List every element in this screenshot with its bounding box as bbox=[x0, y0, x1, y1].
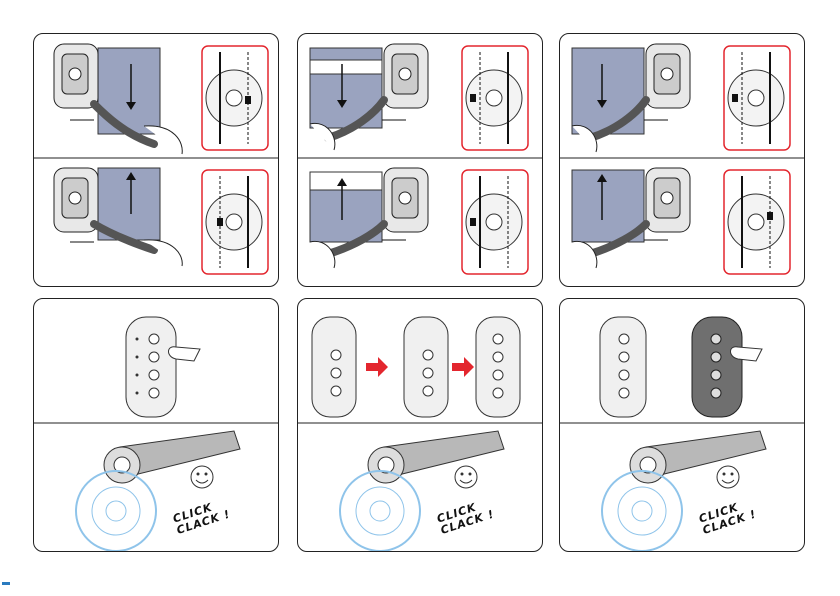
sound-rings bbox=[340, 471, 420, 551]
panel-4: CLICK CLACK ! bbox=[33, 298, 279, 552]
blind-top bbox=[572, 48, 644, 134]
sound-rings bbox=[76, 471, 156, 551]
remote-control-icon bbox=[476, 317, 520, 417]
motor-tube bbox=[368, 431, 504, 483]
panel-6: CLICK CLACK ! bbox=[559, 298, 805, 552]
panel-2 bbox=[297, 33, 543, 287]
motor-head-icon bbox=[646, 168, 690, 232]
motor-head-icon bbox=[646, 44, 690, 108]
limit-switch-icon bbox=[462, 46, 528, 150]
motor-head-icon bbox=[384, 44, 428, 108]
smiley-icon bbox=[717, 466, 739, 488]
panel-6-illustration bbox=[560, 299, 804, 551]
remote-control-icon bbox=[312, 317, 356, 417]
limit-switch-icon bbox=[724, 46, 790, 150]
motor-tube bbox=[630, 431, 766, 483]
remote-control-icon bbox=[600, 317, 646, 417]
remote-control-icon bbox=[692, 317, 742, 417]
panel-2-illustration bbox=[298, 34, 542, 286]
limit-switch-icon bbox=[202, 170, 268, 274]
remote-control-icon bbox=[404, 317, 448, 417]
smiley-icon bbox=[455, 466, 477, 488]
remote-control-icon bbox=[126, 317, 176, 417]
panel-3 bbox=[559, 33, 805, 287]
arrow-right-icon bbox=[366, 357, 388, 377]
motor-tube bbox=[104, 431, 240, 483]
panel-1 bbox=[33, 33, 279, 287]
panel-5-illustration bbox=[298, 299, 542, 551]
panel-4-illustration bbox=[34, 299, 278, 551]
corner-mark bbox=[2, 582, 10, 585]
motor-head-icon bbox=[54, 44, 98, 108]
arrow-right-icon bbox=[452, 357, 474, 377]
panel-1-illustration bbox=[34, 34, 278, 286]
panel-5: CLICK CLACK ! bbox=[297, 298, 543, 552]
smiley-icon bbox=[191, 466, 213, 488]
sound-rings bbox=[602, 471, 682, 551]
panel-3-illustration bbox=[560, 34, 804, 286]
motor-head-icon bbox=[384, 168, 428, 232]
limit-switch-icon bbox=[202, 46, 268, 150]
limit-switch-icon bbox=[462, 170, 528, 274]
limit-switch-icon bbox=[724, 170, 790, 274]
